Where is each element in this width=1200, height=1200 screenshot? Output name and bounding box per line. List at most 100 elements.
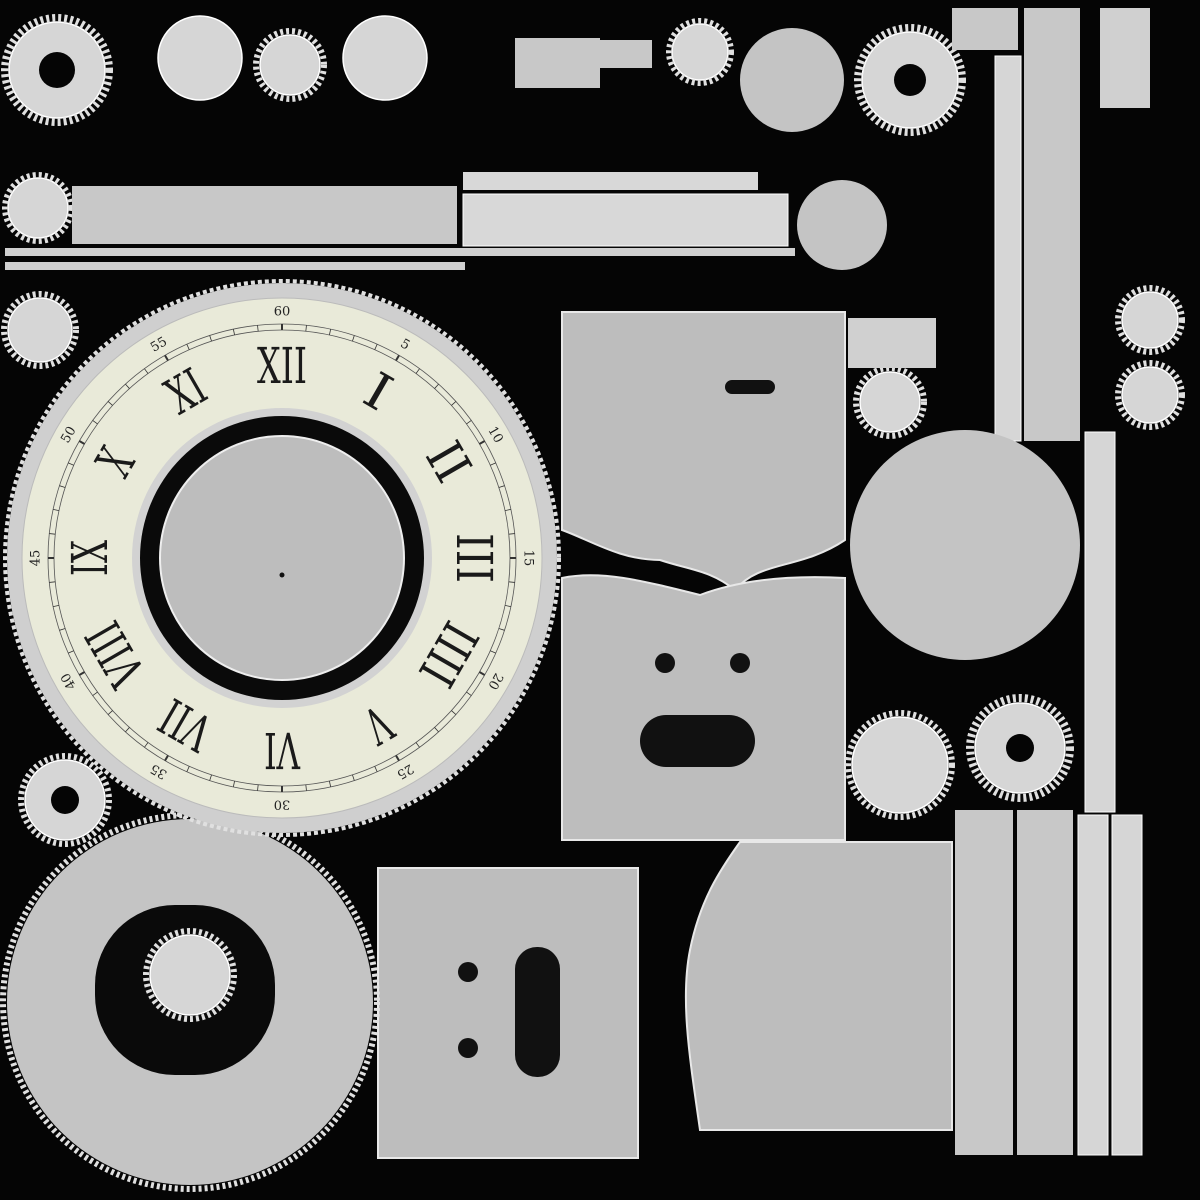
strip-vertical [1024, 56, 1080, 441]
minute-tick [257, 784, 259, 791]
minute-tick [92, 691, 98, 696]
minute-label: 15 [521, 550, 536, 567]
minute-label: 25 [394, 760, 416, 781]
slot [515, 947, 560, 1077]
minute-tick [144, 368, 149, 374]
minute-tick [395, 754, 400, 762]
minute-tick [352, 335, 355, 342]
panel [1100, 8, 1150, 108]
minute-tick [478, 440, 486, 445]
gear [666, 18, 734, 86]
minute-tick [257, 325, 259, 332]
minute-tick [49, 581, 56, 583]
minute-tick [59, 485, 66, 488]
minute-label: 10 [484, 424, 505, 446]
minute-tick [504, 508, 511, 511]
plate-lower-left [377, 867, 639, 1159]
plate-lower-right [684, 841, 953, 1131]
minute-tick [186, 766, 190, 772]
minute-tick [49, 533, 56, 535]
minute-tick [78, 440, 86, 445]
strip [5, 248, 795, 256]
gear [143, 928, 237, 1022]
gear [18, 753, 112, 847]
minute-label: 55 [148, 334, 170, 355]
minute-label: 20 [484, 670, 505, 692]
minute-label: 50 [58, 424, 79, 446]
minute-label: 45 [29, 550, 44, 567]
minute-tick [59, 628, 66, 631]
roman-numeral: XII [257, 337, 307, 395]
minute-tick [451, 401, 457, 406]
minute-tick [451, 710, 457, 715]
minute-tick [92, 420, 98, 425]
minute-tick [68, 650, 74, 654]
strip [462, 193, 789, 247]
strip-vertical [1077, 814, 1109, 1156]
minute-tick [434, 383, 439, 389]
strip-vertical [1017, 810, 1073, 1155]
panel [1024, 8, 1080, 56]
plate-upper [561, 311, 846, 592]
minute-tick [68, 462, 74, 466]
minute-label: 40 [58, 670, 79, 692]
minute-tick [164, 354, 169, 362]
minute-tick [164, 754, 169, 762]
gear-top-left [1, 14, 113, 126]
minute-tick [415, 368, 420, 374]
panel [515, 38, 600, 88]
strip [463, 172, 758, 190]
plate-middle [561, 574, 846, 841]
minute-tick [490, 650, 496, 654]
strip [72, 186, 457, 244]
strip-vertical [1084, 431, 1116, 813]
minute-tick [498, 628, 505, 631]
minute-tick [508, 533, 515, 535]
gear [1115, 360, 1185, 430]
minute-tick [374, 344, 378, 350]
gear [1115, 285, 1185, 355]
minute-tick [374, 766, 378, 772]
minute-tick [305, 784, 307, 791]
gear [845, 710, 955, 820]
gear [1, 291, 79, 369]
strip [5, 262, 465, 270]
minute-tick [107, 710, 113, 715]
roman-numeral: VI [264, 721, 301, 779]
minute-tick [508, 581, 515, 583]
panel [848, 318, 936, 368]
roman-numeral: IX [61, 540, 119, 576]
slot [640, 715, 755, 767]
minute-tick [478, 671, 486, 676]
minute-tick [209, 335, 212, 342]
panel [600, 40, 652, 68]
minute-tick [395, 354, 400, 362]
minute-tick [434, 727, 439, 733]
panel [952, 8, 1018, 50]
sphere-mesh [342, 15, 428, 101]
disc [740, 28, 844, 132]
slot [725, 380, 775, 394]
gear [2, 172, 74, 244]
roman-numeral: III [445, 533, 503, 583]
disc-large [850, 430, 1080, 660]
minute-tick [329, 780, 332, 787]
minute-tick [466, 420, 472, 425]
minute-tick [329, 329, 332, 336]
minute-label: 30 [274, 797, 291, 812]
minute-tick [144, 742, 149, 748]
minute-tick [498, 485, 505, 488]
minute-tick [125, 727, 130, 733]
minute-label: 60 [274, 305, 291, 320]
minute-label: 35 [148, 760, 170, 781]
dial-center-disc [159, 435, 405, 681]
minute-tick [415, 742, 420, 748]
strip-vertical [994, 55, 1022, 442]
gear [854, 24, 966, 136]
gear [966, 694, 1074, 802]
minute-tick [466, 691, 472, 696]
minute-tick [53, 508, 60, 511]
